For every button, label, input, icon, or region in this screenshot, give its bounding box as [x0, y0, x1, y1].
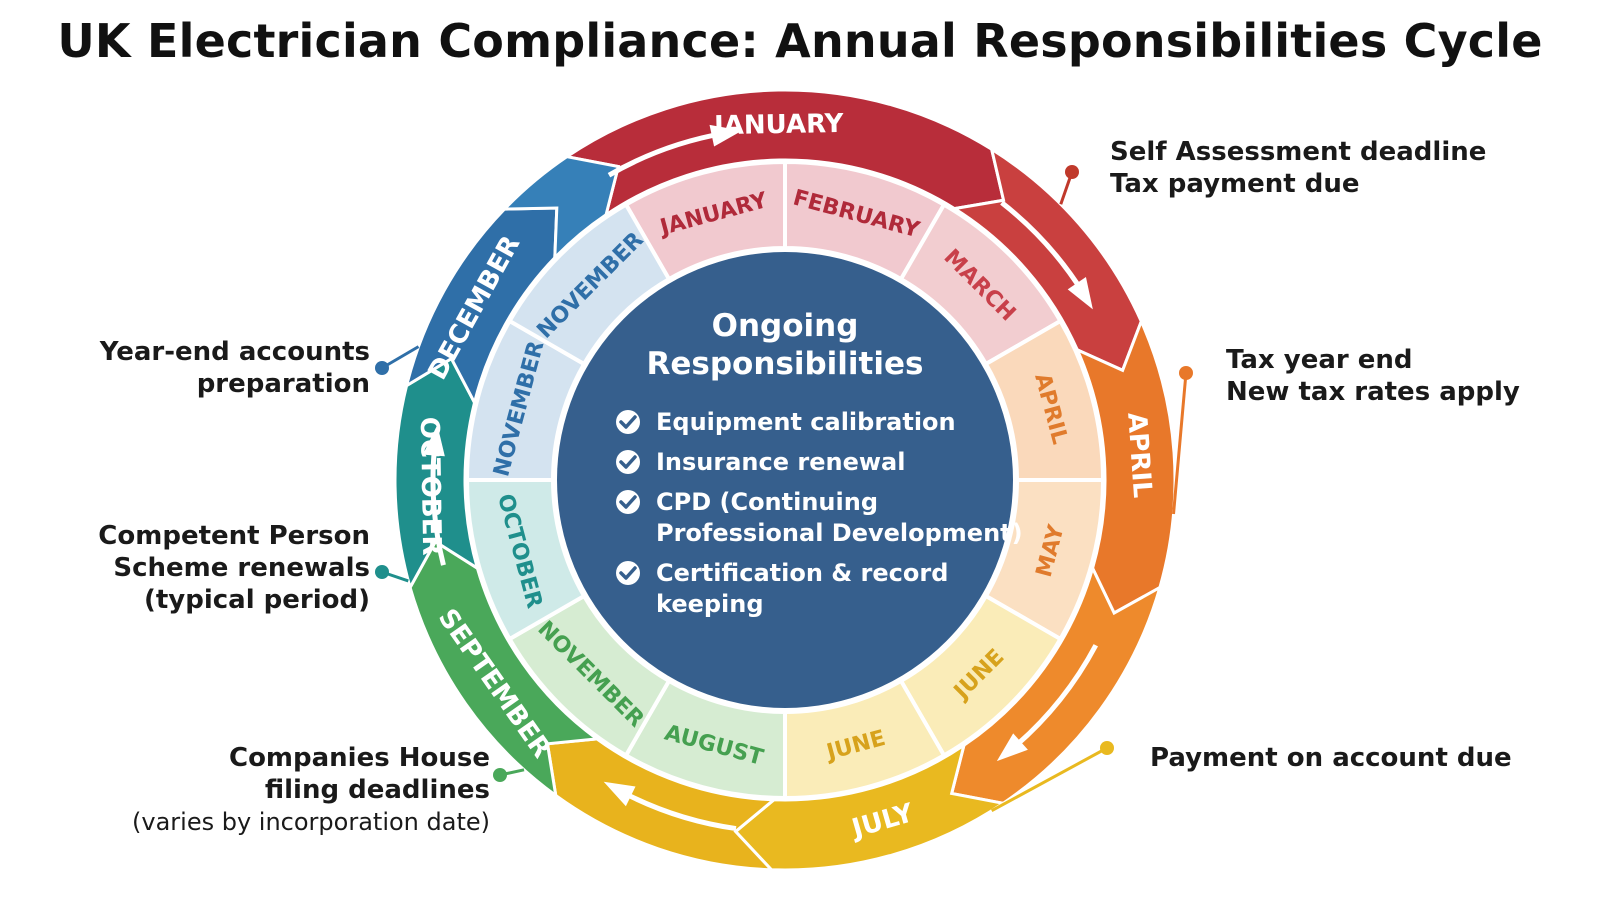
callout-year-end: Year-end accounts preparation — [100, 336, 370, 400]
callout-line: Companies House — [228, 743, 490, 773]
center-title: Ongoing — [712, 308, 859, 344]
check-icon — [619, 495, 637, 509]
callout-dot-icon — [375, 361, 389, 375]
callout-line: filing deadlines — [264, 775, 490, 805]
callout-line: Self Assessment deadline — [1110, 137, 1487, 167]
responsibility-item: Professional Development) — [656, 519, 1023, 547]
callout-connectors — [375, 165, 1193, 813]
callout-connector — [990, 746, 1108, 813]
callout-connector — [1172, 372, 1188, 515]
arrow-head-icon — [1067, 277, 1093, 310]
center-circle — [557, 252, 1013, 708]
callout-line: New tax rates apply — [1226, 377, 1520, 407]
check-icon — [619, 566, 637, 580]
responsibility-item: Certification & record — [656, 559, 948, 587]
inner-ring-segment — [506, 201, 672, 367]
callout-line: preparation — [196, 369, 370, 399]
callout-line: Competent Person — [98, 521, 370, 551]
callout-dot-icon — [1100, 741, 1114, 755]
callout-payment-on-account: Payment on account due — [1150, 742, 1512, 774]
callout-dot-icon — [493, 768, 507, 782]
responsibility-item: Insurance renewal — [656, 448, 905, 476]
responsibility-item: Equipment calibration — [656, 408, 956, 436]
callout-subline: (varies by incorporation date) — [132, 808, 490, 836]
callout-tax-year: Tax year end New tax rates apply — [1226, 344, 1520, 408]
check-icon — [619, 455, 637, 469]
outer-ring-label: OCTOBER — [414, 417, 446, 556]
callout-line: Tax year end — [1226, 345, 1413, 375]
callout-companies-house: Companies House filing deadlines (varies… — [132, 742, 490, 838]
callout-connector — [381, 345, 420, 370]
callout-dot-icon — [375, 565, 389, 579]
callout-dot-icon — [1179, 366, 1193, 380]
callout-line: Year-end accounts — [99, 337, 370, 367]
callout-self-assessment: Self Assessment deadline Tax payment due — [1110, 136, 1486, 200]
callout-dot-icon — [1065, 165, 1079, 179]
page-title: UK Electrician Compliance: Annual Respon… — [57, 14, 1543, 68]
arrow-head-icon — [422, 424, 445, 457]
arrow-head-icon — [996, 733, 1028, 762]
arrow-head-icon — [603, 781, 636, 807]
callout-line: Scheme renewals — [113, 553, 370, 583]
responsibility-item: CPD (Continuing — [656, 488, 878, 516]
check-icon — [619, 415, 637, 429]
cycle-arrow-icon — [1009, 644, 1099, 752]
outer-ring-label: JANUARY — [712, 109, 845, 141]
callout-line: (typical period) — [143, 585, 370, 615]
outer-ring-label: APRIL — [1121, 412, 1157, 499]
arrow-head-icon — [709, 124, 743, 147]
callout-competent-person: Competent Person Scheme renewals (typica… — [98, 520, 370, 616]
center-title: Responsibilities — [647, 346, 924, 382]
callout-line: Payment on account due — [1150, 743, 1512, 773]
responsibility-item: keeping — [656, 590, 764, 618]
callout-line: Tax payment due — [1110, 169, 1360, 199]
